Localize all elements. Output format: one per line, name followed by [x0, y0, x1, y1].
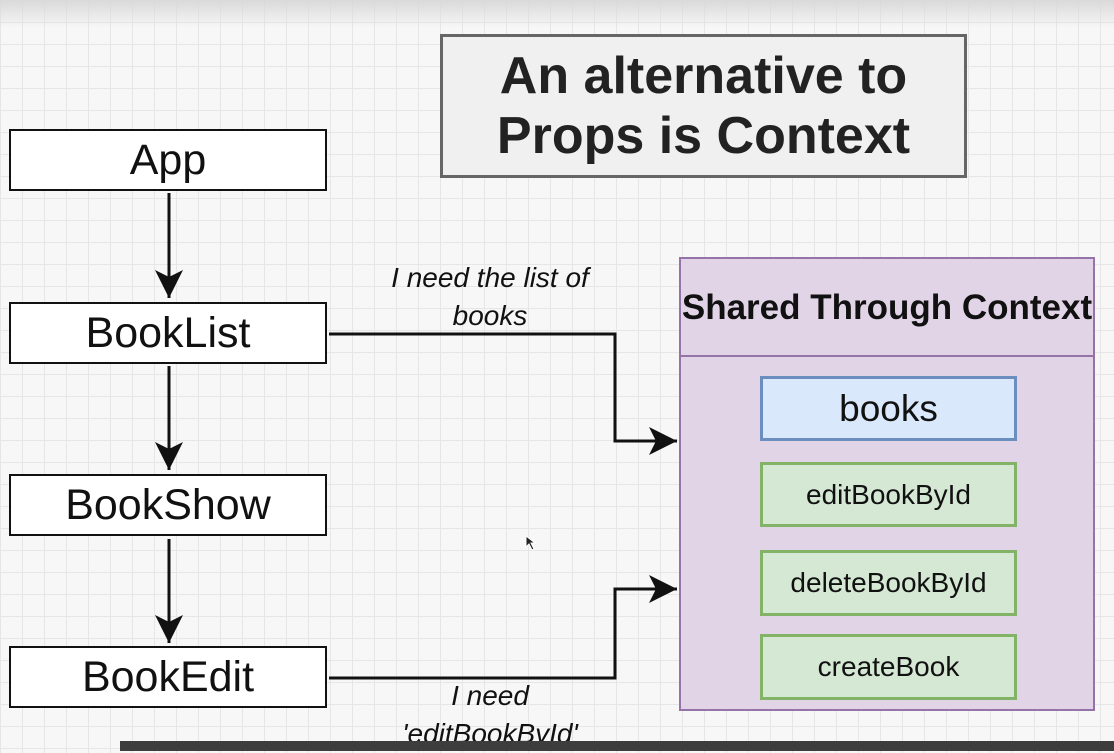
- node-app-label: App: [129, 135, 207, 184]
- context-header: Shared Through Context: [681, 259, 1093, 357]
- context-container: Shared Through Context books editBookByI…: [679, 257, 1095, 711]
- title-box: An alternative to Props is Context: [440, 34, 967, 178]
- booklist-annotation: I need the list of books: [391, 262, 589, 331]
- context-item-createbook: createBook: [760, 634, 1017, 700]
- node-booklist-label: BookList: [85, 308, 251, 357]
- title-text: An alternative to Props is Context: [496, 47, 911, 165]
- video-progress-bar[interactable]: [120, 741, 1114, 751]
- arrow-bookedit-to-context: [329, 575, 677, 680]
- node-bookshow-label: BookShow: [65, 480, 271, 529]
- arrow-booklist-to-context: [329, 332, 677, 455]
- node-bookedit-label: BookEdit: [81, 652, 255, 701]
- context-item-books: books: [760, 376, 1017, 441]
- mouse-cursor-icon: [525, 535, 537, 551]
- top-shadow: [0, 0, 1114, 28]
- context-item-editbookbyid: editBookById: [760, 462, 1017, 527]
- node-app: App: [9, 129, 327, 191]
- node-bookshow: BookShow: [9, 474, 327, 536]
- node-booklist: BookList: [9, 302, 327, 364]
- context-item-deletebookbyid: deleteBookById: [760, 550, 1017, 616]
- node-bookedit: BookEdit: [9, 646, 327, 708]
